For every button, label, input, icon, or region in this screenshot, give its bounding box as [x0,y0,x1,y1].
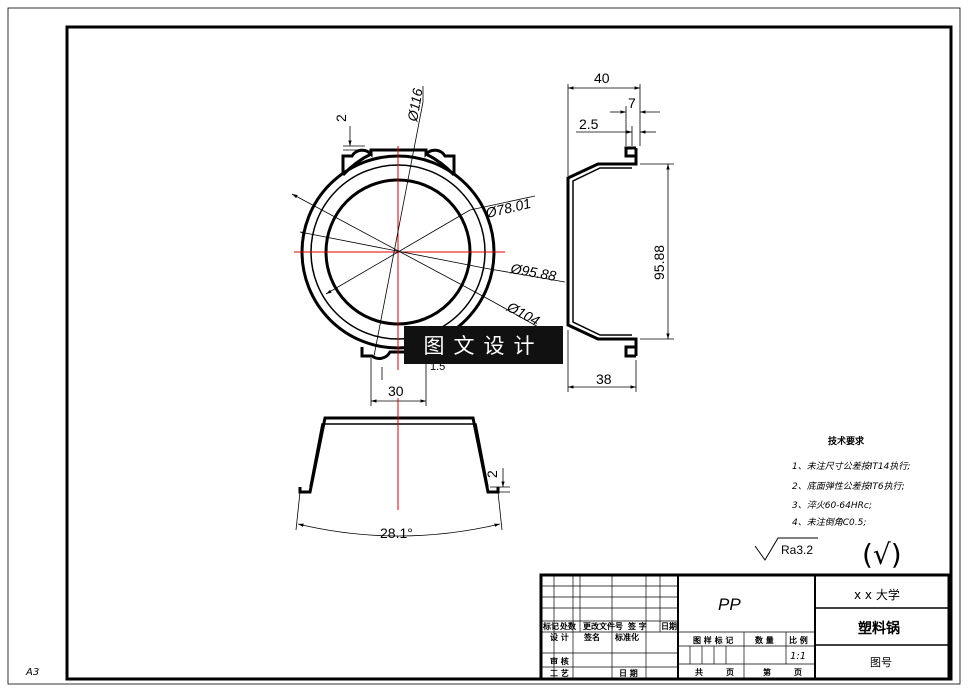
dim-lug-step: 1.5 [430,361,445,373]
roughness-symbol: Ra3.2 (√) [754,537,902,571]
role-review: 审 核 [550,656,569,666]
drawing-border [65,25,953,681]
tech-req-item-3: 3、淬火60-64HRc; [792,500,872,511]
rev-header-count: 处数 [559,621,577,631]
scale-value: 1:1 [790,651,806,662]
trim-frame [7,7,961,685]
date-label: 日 期 [619,668,638,678]
rev-header-docno: 更改文件号 [583,621,623,631]
rev-header-date: 日期 [661,621,677,631]
bottom-view: 28.1° 2 [295,398,510,541]
school-name: x x 大学 [854,587,900,602]
sign-label: 签名 [583,632,600,642]
sheet-total-label: 共 [695,667,703,677]
dim-side-base: 38 [596,371,612,387]
dim-side-lip: 2.5 [579,116,599,132]
sheet-no-label: 第 [763,667,771,677]
sheet-unit-label: 页 [726,668,734,677]
front-bottom-lug [360,347,405,360]
title-block: 标记 处数 更改文件号 签 字 日期 设 计 签名 标准化 审 核 工 艺 日 … [539,573,951,681]
d78-leader [325,209,471,295]
tech-req-title: 技术要求 [828,435,865,447]
general-roughness-mark: (√) [862,538,902,571]
side-inner-profile [572,167,632,336]
std-label: 标准化 [614,632,639,642]
watermark-banner: 图文设计 [404,326,563,364]
scale-label: 比 例 [789,635,808,645]
dim-side-depth: 40 [594,70,610,86]
technical-requirements: 技术要求 1、未注尺寸公差按IT14执行; 2、底面弹性公差按IT6执行; 3、… [792,435,910,528]
tech-req-item-4: 4、未注倒角C0.5; [792,517,866,528]
d95-leader [299,231,485,269]
sheet-no-unit: 页 [794,668,802,677]
dim-side-flange: 7 [628,95,636,111]
rev-header-sign: 签 字 [627,621,647,631]
bottom-inner-profile [309,423,489,488]
part-name: 塑料锅 [858,620,900,637]
tech-req-item-2: 2、底面弹性公差按IT6执行; [792,481,905,492]
side-outer-profile [566,146,638,358]
d116-leader [373,101,424,357]
role-process: 工 艺 [550,668,569,678]
role-design: 设 计 [550,632,569,642]
dim-d116: Ø116 [404,87,426,124]
stage-label: 图 样 标 记 [693,635,733,645]
side-view: 40 7 2.5 95.88 38 [566,70,674,392]
dim-lug-width: 30 [388,383,404,399]
dim-d78: Ø78.01 [483,195,532,221]
rev-header-mark: 标记 [542,621,559,631]
bottom-outer-profile [298,416,500,494]
drawing-no-label: 图号 [870,656,892,669]
d104-leader [291,193,491,301]
dim-bottom-thickness: 2 [484,470,500,478]
dim-d95: Ø95.88 [508,260,557,284]
roughness-label: Ra3.2 [781,543,813,557]
material-text: PP [718,595,741,614]
dim-draft-angle: 28.1° [380,525,413,541]
dim-lug-thickness: 2 [333,114,349,122]
dim-d104: Ø104 [504,298,543,329]
sheet-size-label: A3 [25,667,39,678]
weight-label: 数 量 [755,635,774,645]
tech-req-item-1: 1、未注尺寸公差按IT14执行; [792,461,910,472]
dim-side-height: 95.88 [651,245,667,280]
